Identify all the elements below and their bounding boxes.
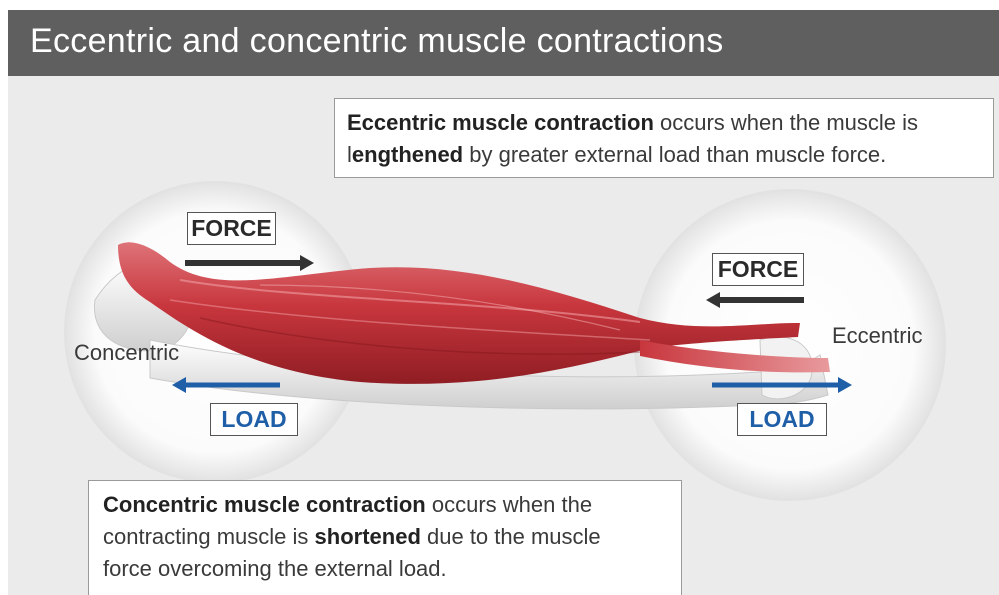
- concentric-description-box: Concentric muscle contraction occurs whe…: [88, 480, 682, 595]
- concentric-text-3: due to the muscle: [421, 524, 601, 549]
- concentric-text-4: force overcoming the external load.: [103, 556, 447, 581]
- concentric-term: Concentric muscle contraction: [103, 492, 426, 517]
- load-label-left: LOAD: [210, 403, 298, 436]
- concentric-text-1: occurs when the: [426, 492, 592, 517]
- concentric-text-2: contracting muscle is: [103, 524, 315, 549]
- force-label-right: FORCE: [712, 253, 804, 286]
- eccentric-text-1: occurs when the muscle is: [654, 110, 918, 135]
- concentric-label: Concentric: [74, 340, 179, 366]
- force-label-left: FORCE: [187, 212, 276, 245]
- load-label-right: LOAD: [737, 403, 827, 436]
- eccentric-text-2: by greater external load than muscle for…: [463, 142, 886, 167]
- eccentric-label: Eccentric: [832, 323, 922, 349]
- eccentric-description-box: Eccentric muscle contraction occurs when…: [334, 98, 994, 178]
- concentric-keyword: shortened: [315, 524, 421, 549]
- eccentric-keyword: engthened: [352, 142, 463, 167]
- eccentric-term: Eccentric muscle contraction: [347, 110, 654, 135]
